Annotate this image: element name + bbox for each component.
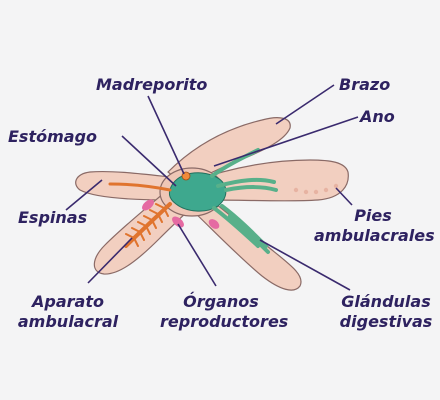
leader-espinas (65, 179, 103, 211)
label-pies-ambulacrales: Pies ambulacrales (314, 206, 435, 246)
stomach (168, 172, 227, 212)
label-glandulas-line1: Glándulas (341, 292, 431, 311)
label-organos-line2: reproductores (160, 312, 289, 331)
label-aparato-line1: Aparato (32, 292, 104, 311)
ambulacral-canal-left (108, 182, 172, 192)
label-ano: Ano (360, 107, 395, 126)
leader-brazo (275, 84, 335, 125)
leader-pies (335, 187, 353, 206)
label-pies-line1: Pies (354, 206, 392, 225)
label-espinas: Espinas (18, 208, 88, 227)
label-aparato-line2: ambulacral (17, 312, 119, 331)
leader-estomago (121, 135, 177, 187)
reproductive-organ-left (142, 199, 154, 211)
label-brazo: Brazo (339, 75, 391, 94)
ambulacral-canal (124, 202, 172, 248)
reproductive-organ-center (172, 216, 184, 228)
leader-ano (213, 116, 359, 167)
leader-lines (65, 84, 359, 291)
leader-organos (177, 223, 217, 287)
label-aparato-ambulacral: Aparato ambulacral (12, 292, 124, 332)
label-madreporito: Madreporito (96, 75, 208, 94)
leader-aparato (87, 237, 133, 284)
digestive-glands-lower-right (212, 204, 270, 254)
ambulacral-branches (125, 203, 169, 247)
reproductive-organ-lower (208, 219, 220, 229)
label-glandulas-line2: digestivas (339, 312, 433, 331)
label-glandulas-digestivas: Glándulas digestivas (338, 292, 434, 332)
digestive-glands-right (216, 177, 278, 192)
label-organos-reproductores: Órganos reproductores (160, 292, 289, 332)
tube-feet (293, 183, 339, 195)
label-organos-line1: Órganos (183, 292, 259, 311)
leader-madreporito (147, 95, 185, 175)
leader-glandulas (259, 239, 351, 291)
label-pies-line2: ambulacrales (314, 226, 435, 245)
label-estomago: Estómago (8, 127, 98, 146)
